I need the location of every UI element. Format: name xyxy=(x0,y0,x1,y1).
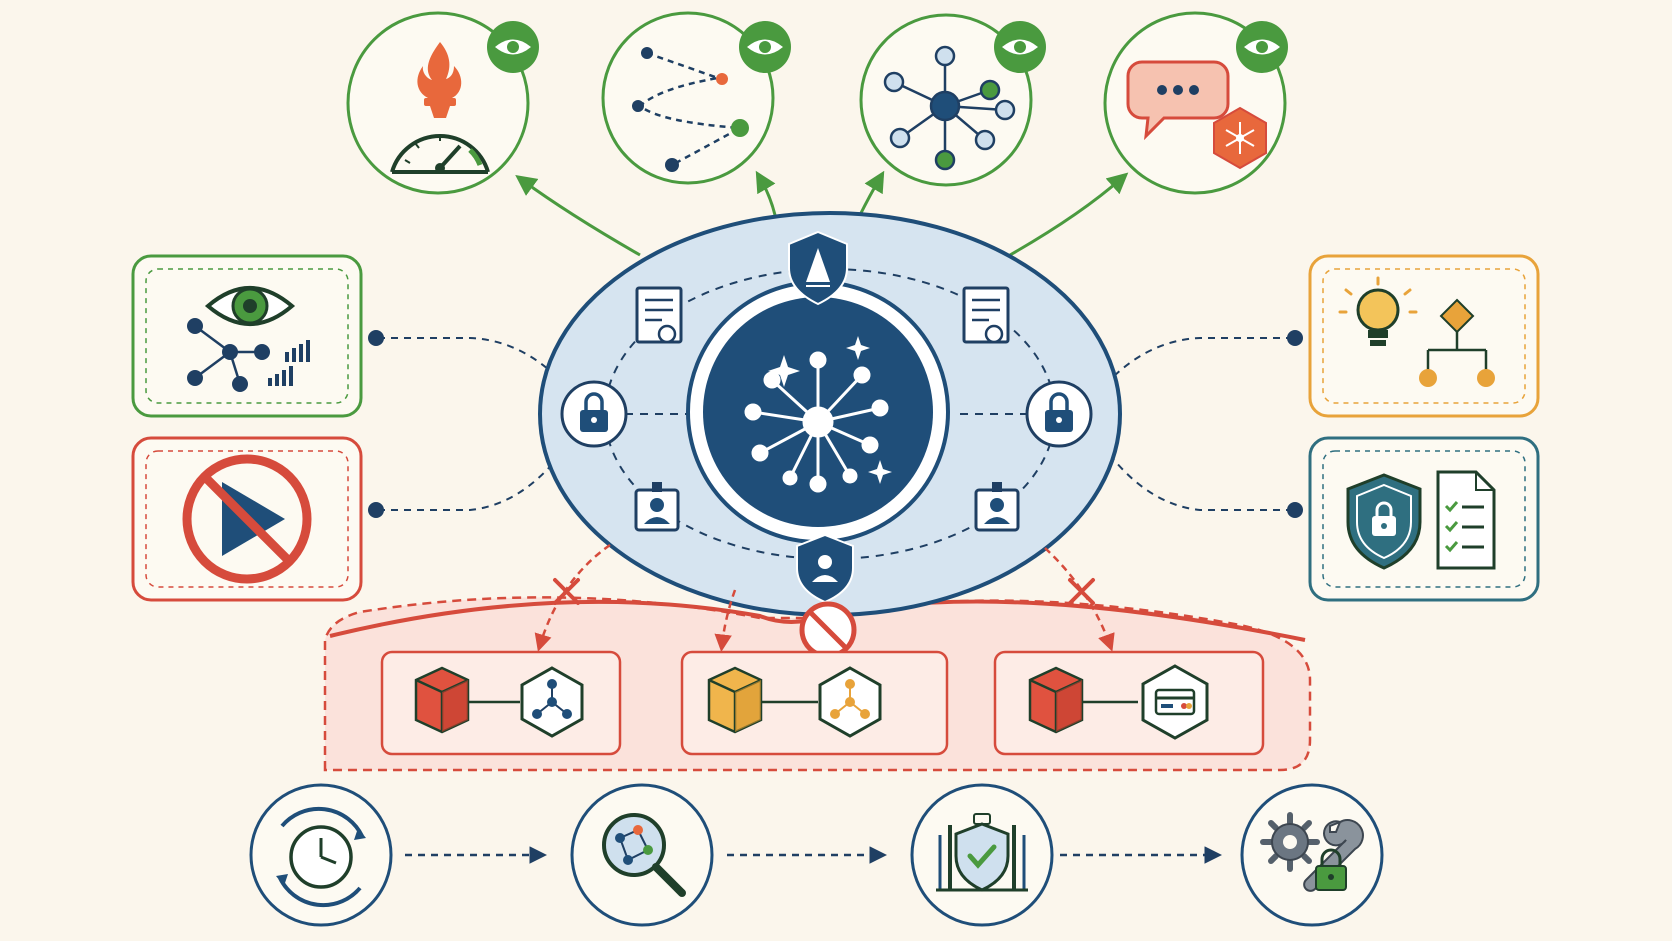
red-cube-icon xyxy=(414,666,470,734)
service-1 xyxy=(380,650,622,756)
eye-icon xyxy=(994,21,1046,73)
lock-icon xyxy=(560,380,628,448)
id-badge-icon xyxy=(634,482,680,532)
monitor-4 xyxy=(1103,11,1288,195)
idea-decision-flow-icon xyxy=(1338,276,1495,387)
certificate-icon xyxy=(962,286,1010,344)
magnifier-graph-icon xyxy=(602,813,686,897)
monitor-arrows xyxy=(515,170,1129,257)
eye-icon xyxy=(1236,21,1288,73)
arrow-to-monitor-1 xyxy=(515,175,641,257)
monitor-1 xyxy=(346,11,539,195)
pipeline-step-2 xyxy=(570,783,714,927)
observability-eye-graph-icon xyxy=(187,286,310,392)
flame-gauge-icon xyxy=(390,42,490,174)
pipeline-step-3 xyxy=(910,783,1054,927)
panel-security-policy xyxy=(1308,436,1540,602)
eye-icon xyxy=(739,21,791,73)
id-badge-icon xyxy=(974,482,1020,532)
core-cluster xyxy=(538,211,1122,617)
trace-path-icon xyxy=(638,51,745,167)
no-play-icon xyxy=(182,454,312,584)
panel-decision-flow xyxy=(1308,254,1540,418)
network-graph-icon xyxy=(883,45,1016,171)
service-3 xyxy=(993,650,1265,756)
clock-cycle-icon xyxy=(276,806,366,908)
pipeline-step-1 xyxy=(249,783,393,927)
hexagon-card-icon xyxy=(1141,664,1209,740)
arrow-to-monitor-4 xyxy=(1009,172,1129,257)
shield-checklist-icon xyxy=(1346,470,1496,570)
chat-hexagon-icon xyxy=(1126,60,1267,170)
orange-cube-icon xyxy=(707,666,763,734)
gate-shield-check-icon xyxy=(936,813,1028,892)
gear-wrench-lock-icon xyxy=(1260,812,1364,892)
panel-observability xyxy=(131,254,363,418)
monitor-2 xyxy=(601,11,791,185)
arrow-to-monitor-3 xyxy=(858,170,885,216)
monitor-3 xyxy=(859,13,1046,187)
prohibited-icon xyxy=(799,601,857,659)
block-x-marks xyxy=(553,578,1095,605)
hexagon-graph-icon xyxy=(818,666,882,738)
pipeline-step-4 xyxy=(1240,783,1384,927)
hub-network-sparkle-icon xyxy=(744,336,892,493)
red-cube-icon xyxy=(1028,666,1084,734)
service-2 xyxy=(680,650,949,756)
hexagon-graph-icon xyxy=(520,666,584,738)
panel-no-execution xyxy=(131,436,363,602)
eye-icon xyxy=(487,21,539,73)
blocked-arrows xyxy=(534,543,1115,652)
lock-icon xyxy=(1025,380,1093,448)
arrow-to-monitor-2 xyxy=(755,170,777,216)
certificate-icon xyxy=(635,286,683,344)
shield-sail-icon xyxy=(788,230,848,306)
